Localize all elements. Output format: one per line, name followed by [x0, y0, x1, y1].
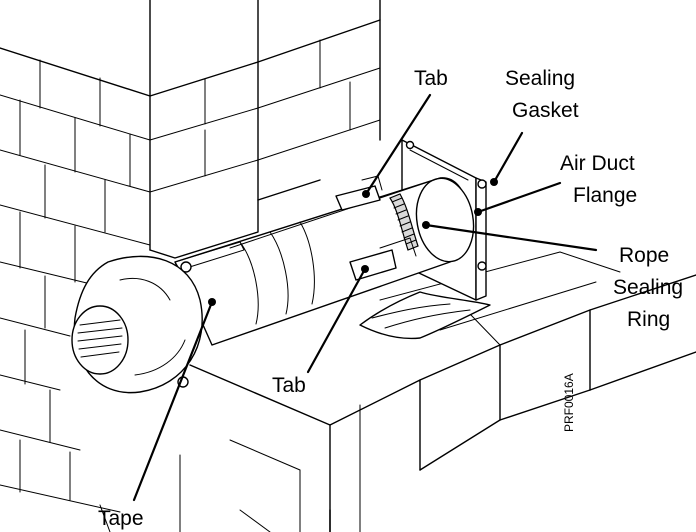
callout-labels: Tab Sealing Gasket Air Duct Flange Rope …	[98, 67, 683, 530]
label-rope-sealing-ring-line2: Sealing	[613, 276, 683, 299]
label-rope-sealing-ring-line1: Rope	[619, 244, 669, 267]
leader-lines	[132, 93, 598, 502]
label-tab-top: Tab	[414, 67, 448, 90]
leader-sealing-gasket	[492, 131, 524, 184]
label-sealing-gasket-line2: Gasket	[512, 99, 579, 122]
label-air-duct-flange-line1: Air Duct	[560, 152, 635, 175]
leader-dot-tab-top	[362, 190, 370, 198]
leader-dot-tape	[208, 298, 216, 306]
leader-dot-rope-sealing-ring	[422, 221, 430, 229]
label-rope-sealing-ring-line3: Ring	[627, 308, 670, 331]
label-sealing-gasket-line1: Sealing	[505, 67, 575, 90]
leader-tab-bottom	[306, 267, 367, 374]
leader-dot-tab-bottom	[361, 265, 369, 273]
diffuser-head	[71, 255, 203, 394]
leader-air-duct-flange	[476, 181, 562, 214]
label-air-duct-flange-line2: Flange	[573, 184, 637, 207]
label-tape: Tape	[98, 507, 144, 530]
leader-dot-sealing-gasket	[490, 178, 498, 186]
label-tab-bottom: Tab	[272, 374, 306, 397]
figure-code: PRF0016A	[562, 373, 576, 432]
leader-rope-sealing-ring	[424, 223, 598, 252]
duct-tube	[174, 175, 491, 346]
brick-wall	[0, 0, 381, 513]
leader-tab-top	[364, 93, 432, 196]
leader-dot-air-duct-flange	[474, 208, 482, 216]
leader-tape	[132, 300, 214, 502]
